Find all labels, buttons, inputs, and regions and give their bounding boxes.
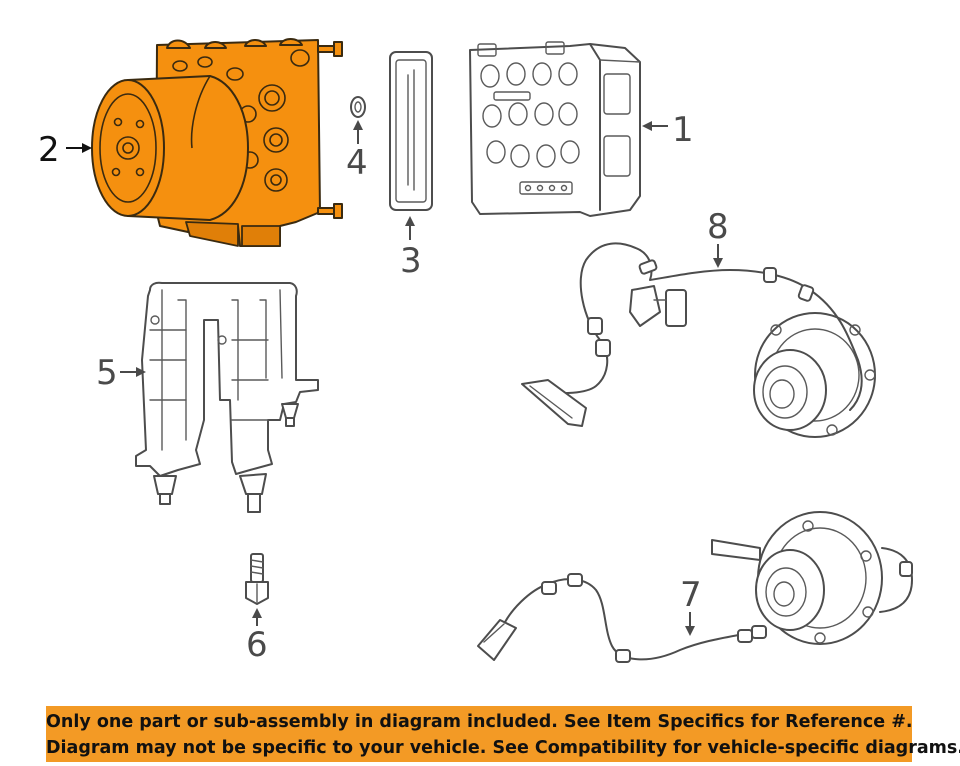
part-3-gasket[interactable] — [389, 51, 433, 211]
callout-6: 6 — [246, 625, 268, 665]
callout-4-arrow — [353, 120, 363, 144]
part-5-bracket[interactable] — [135, 281, 319, 513]
part-8-front-wheel-speed-sensor[interactable] — [521, 242, 876, 438]
callout-8-arrow — [713, 244, 723, 268]
callout-3: 3 — [400, 241, 422, 281]
callout-8: 8 — [707, 207, 729, 247]
part-4-seal[interactable] — [350, 96, 366, 118]
callout-2: 2 — [38, 130, 60, 170]
part-6-bolt[interactable] — [245, 553, 269, 605]
callout-7-arrow — [685, 612, 695, 636]
callout-4: 4 — [346, 143, 368, 183]
callout-5: 5 — [96, 353, 118, 393]
part-1-control-module[interactable] — [469, 41, 641, 217]
callout-2-arrow — [66, 143, 92, 153]
callout-6-arrow — [252, 608, 262, 626]
callout-1-arrow — [642, 121, 668, 131]
part-7-rear-wheel-speed-sensor[interactable] — [477, 511, 913, 663]
callout-5-arrow — [120, 367, 146, 377]
disclaimer-banner: Only one part or sub-assembly in diagram… — [46, 706, 960, 762]
part-2-abs-hydraulic-unit[interactable] — [91, 38, 343, 247]
disclaimer-line-1: Only one part or sub-assembly in diagram… — [46, 712, 913, 732]
disclaimer-line-2: Diagram may not be specific to your vehi… — [46, 738, 960, 758]
callout-7: 7 — [680, 575, 702, 615]
callout-3-arrow — [405, 216, 415, 240]
callout-1: 1 — [672, 110, 694, 150]
